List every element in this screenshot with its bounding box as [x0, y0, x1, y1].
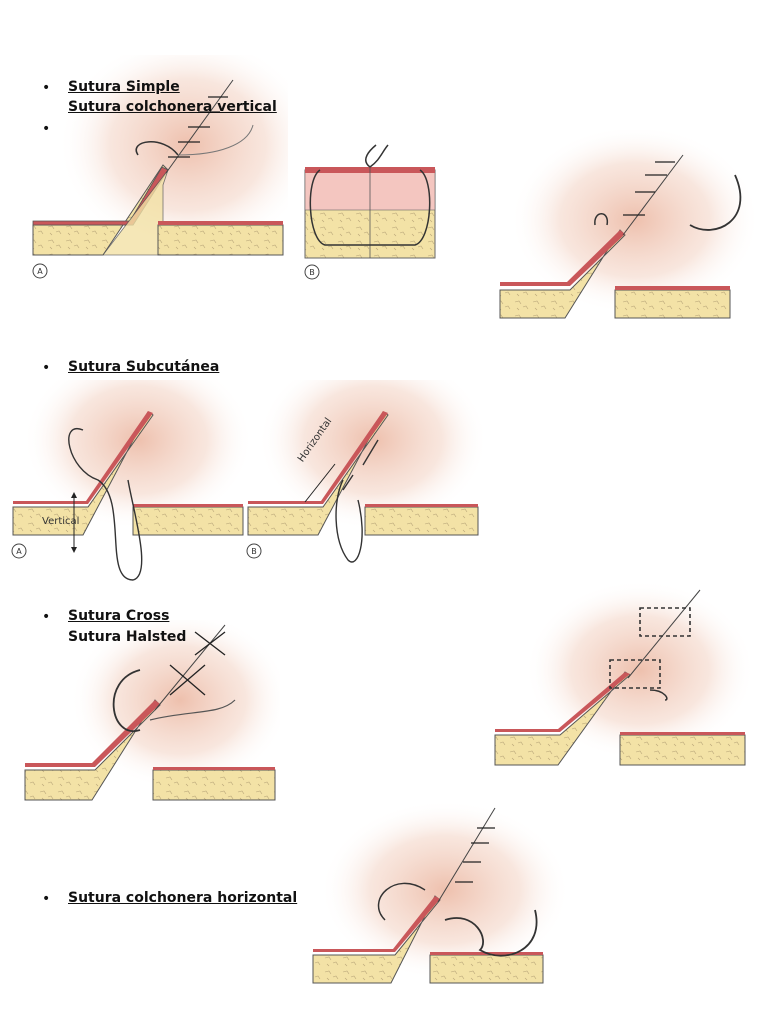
bullet-5: • — [42, 891, 51, 907]
label-sutura-halsted: Sutura Halsted — [68, 629, 187, 645]
figure-subcuticular-suture-a: A — [11, 380, 248, 581]
bullet-2: • — [42, 121, 51, 137]
svg-text:B: B — [309, 268, 315, 277]
figure-subcuticular-suture-b: B — [246, 380, 483, 563]
svg-text:A: A — [16, 547, 22, 556]
figure-vertical-mattress-suture — [499, 130, 755, 319]
label-vertical: Vertical — [42, 516, 80, 527]
bullet-3: • — [42, 360, 51, 376]
svg-text:A: A — [37, 267, 43, 276]
figure-cross-suture — [24, 620, 280, 801]
figure-horizontal-mattress-suture — [312, 800, 565, 984]
bullet-4: • — [42, 609, 51, 625]
svg-text:B: B — [251, 547, 257, 556]
figure-simple-suture-b: B — [304, 144, 436, 280]
label-sutura-colchonera-vertical: Sutura colchonera vertical — [68, 99, 277, 115]
label-sutura-simple: Sutura Simple — [68, 79, 180, 95]
bullet-1: • — [42, 80, 51, 96]
label-sutura-subcutanea: Sutura Subcutánea — [68, 359, 220, 375]
figure-halsted-suture — [494, 580, 750, 766]
figure-simple-suture-a: A — [32, 55, 288, 279]
label-sutura-cross: Sutura Cross — [68, 608, 170, 624]
label-sutura-colchonera-horizontal: Sutura colchonera horizontal — [68, 890, 298, 906]
